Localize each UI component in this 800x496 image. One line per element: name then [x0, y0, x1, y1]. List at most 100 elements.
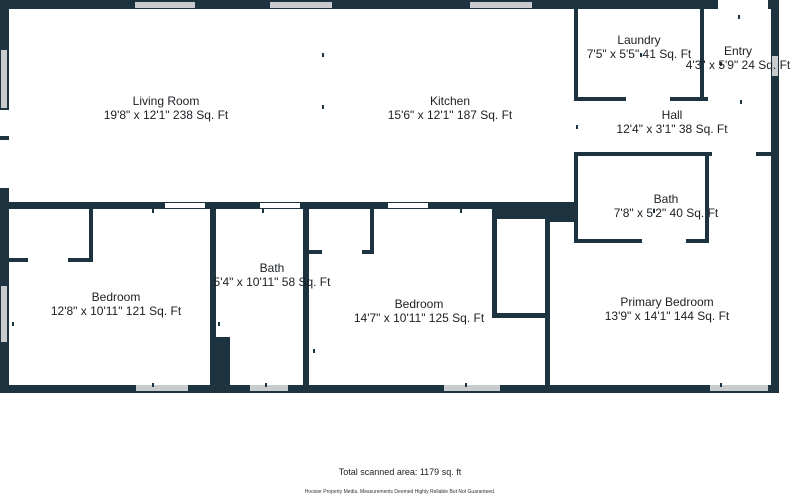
wall-segment: [0, 0, 778, 9]
door-marker: [545, 349, 547, 353]
door-marker: [576, 62, 578, 66]
wall-segment: [700, 7, 704, 101]
room-bath-2: Bath 5'4" x 10'11" 58 Sq. Ft: [214, 261, 331, 289]
wall-segment: [89, 205, 93, 262]
door-opening: [0, 110, 9, 136]
door-opening: [388, 203, 428, 208]
total-area-caption: Total scanned area: 1179 sq. ft: [338, 467, 462, 477]
door-marker: [653, 209, 655, 213]
wall-segment: [492, 205, 550, 219]
door-marker: [545, 315, 547, 319]
wall-segment: [492, 313, 550, 318]
room-name: Entry: [723, 44, 752, 58]
door-opening: [322, 250, 362, 254]
window: [270, 2, 332, 8]
wall-segment: [574, 239, 709, 243]
room-living-room: Living Room 19'8" x 12'1" 238 Sq. Ft: [104, 94, 229, 122]
door-marker: [218, 322, 220, 326]
window: [470, 2, 532, 8]
room-dims: 14'7" x 10'11" 125 Sq. Ft: [353, 311, 485, 325]
door-marker: [152, 209, 154, 213]
room-bedroom-1: Bedroom 12'8" x 10'11" 121 Sq. Ft: [51, 290, 181, 318]
door-marker: [773, 315, 775, 319]
door-opening: [718, 0, 768, 9]
door-marker: [262, 209, 264, 213]
room-kitchen: Kitchen 15'6" x 12'1" 187 Sq. Ft: [388, 94, 513, 122]
door-marker: [773, 125, 775, 129]
room-dims: 12'8" x 10'11" 121 Sq. Ft: [50, 304, 182, 318]
wall-segment: [216, 337, 230, 387]
room-dims: 19'8" x 12'1" 238 Sq. Ft: [103, 108, 229, 122]
wall-segment: [492, 205, 497, 317]
door-marker: [303, 322, 305, 326]
door-opening: [626, 97, 670, 101]
wall-segment: [550, 202, 578, 222]
room-dims: 7'5" x 5'5" 41 Sq. Ft: [586, 47, 692, 61]
window: [710, 385, 768, 391]
room-name: Bath: [259, 261, 285, 275]
room-dims: 13'9" x 14'1" 144 Sq. Ft: [604, 309, 730, 323]
door-marker: [640, 53, 642, 57]
wall-segment: [705, 152, 709, 242]
disclaimer-text: Hoosier Property Media. Measurements Dee…: [304, 489, 496, 495]
wall-segment: [574, 7, 578, 101]
door-marker: [465, 383, 467, 387]
door-marker: [12, 322, 14, 326]
door-opening: [165, 203, 205, 208]
door-markers: [12, 15, 775, 387]
window: [136, 385, 188, 391]
room-primary-bedroom: Primary Bedroom 13'9" x 14'1" 144 Sq. Ft: [605, 295, 730, 323]
room-dims: 12'4" x 3'1" 38 Sq. Ft: [616, 122, 728, 136]
door-marker: [738, 15, 740, 19]
room-name: Living Room: [132, 94, 200, 108]
window: [1, 286, 7, 342]
window: [444, 385, 500, 391]
window: [250, 385, 288, 391]
door-opening: [28, 258, 68, 262]
room-dims: 15'6" x 12'1" 187 Sq. Ft: [387, 108, 513, 122]
door-marker: [720, 62, 722, 66]
door-marker: [152, 383, 154, 387]
door-marker: [460, 209, 462, 213]
door-opening: [712, 152, 756, 156]
windows: [1, 2, 778, 391]
room-dims: 4'3" x 5'9" 24 Sq. Ft: [685, 58, 791, 72]
door-marker: [265, 383, 267, 387]
door-marker: [313, 349, 315, 353]
room-dims: 7'8" x 5'2" 40 Sq. Ft: [613, 206, 719, 220]
door-marker: [740, 100, 742, 104]
room-hall: Hall 12'4" x 3'1" 38 Sq. Ft: [616, 108, 727, 136]
door-marker: [322, 53, 324, 57]
wall-segment: [0, 0, 9, 393]
wall-segment: [704, 97, 708, 101]
wall-segment: [574, 152, 774, 156]
window: [1, 50, 7, 108]
room-dims: 5'4" x 10'11" 58 Sq. Ft: [213, 275, 331, 289]
room-name: Bedroom: [91, 290, 141, 304]
room-name: Primary Bedroom: [620, 295, 714, 309]
door-marker: [720, 383, 722, 387]
window: [135, 2, 195, 8]
room-name: Laundry: [617, 33, 661, 47]
room-name: Kitchen: [429, 94, 471, 108]
room-bath-1: Bath 7'8" x 5'2" 40 Sq. Ft: [614, 192, 719, 220]
door-opening: [642, 239, 686, 243]
room-bedroom-2: Bedroom 14'7" x 10'11" 125 Sq. Ft: [354, 297, 484, 325]
wall-segment: [303, 205, 309, 387]
room-name: Bedroom: [394, 297, 444, 311]
room-entry: Entry 4'3" x 5'9" 24 Sq. Ft: [686, 44, 791, 72]
door-opening: [0, 140, 9, 188]
window: [772, 56, 778, 76]
wall-segment: [771, 0, 779, 393]
wall-segment: [370, 205, 374, 254]
walls: [0, 0, 779, 393]
wall-segment: [210, 205, 216, 387]
room-laundry: Laundry 7'5" x 5'5" 41 Sq. Ft: [587, 33, 692, 61]
wall-segment: [0, 385, 778, 393]
door-marker: [576, 125, 578, 129]
wall-segment: [574, 152, 578, 242]
door-marker: [322, 105, 324, 109]
wall-segment: [545, 205, 550, 387]
room-name: Hall: [661, 108, 683, 122]
